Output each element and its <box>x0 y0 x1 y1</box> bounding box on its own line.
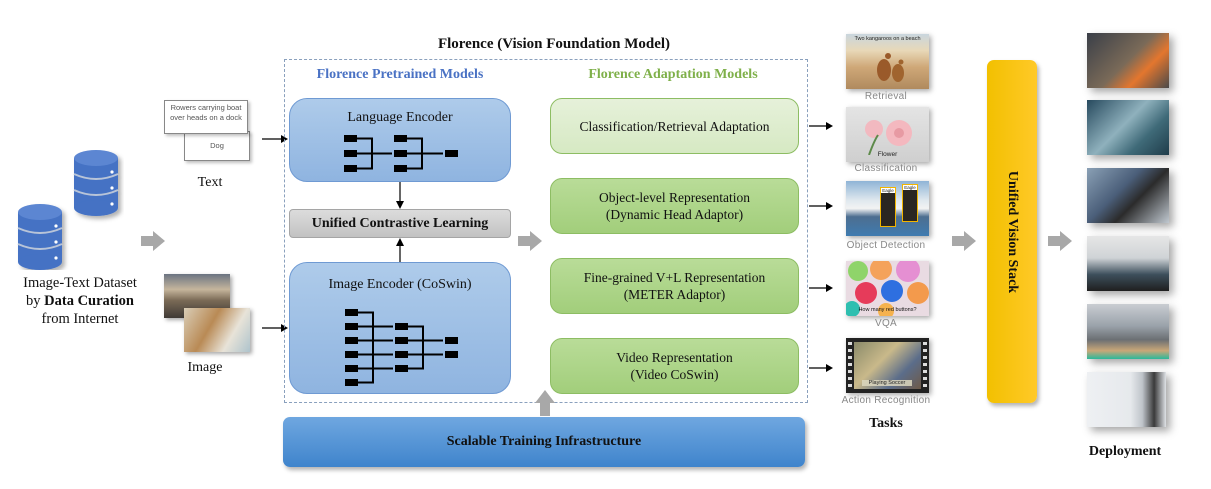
gray-arrow-icon <box>1048 231 1072 251</box>
network-icon <box>344 135 458 172</box>
diagram-title: Florence (Vision Foundation Model) <box>437 36 671 52</box>
bounding-box: Eagle <box>902 184 918 222</box>
adaptation-model-sublabel: (METER Adaptor) <box>623 287 726 302</box>
adaptation-model-sublabel: (Video CoSwin) <box>630 367 719 382</box>
film-strip-holes <box>923 342 927 389</box>
task-caption: Object Detection <box>846 240 926 251</box>
deployment-image-mixed-reality-headset <box>1087 100 1169 155</box>
adaptation-model-box: Object-level Representation (Dynamic Head… <box>550 178 799 234</box>
gray-arrow-up-icon <box>535 390 555 416</box>
adaptation-models-title: Florence Adaptation Models <box>588 67 758 82</box>
dataset-caption: Image-Text Dataset by Data Curation from… <box>5 274 155 328</box>
bounding-box: Eagle <box>880 187 896 227</box>
task-caption: Classification <box>854 163 918 174</box>
adaptation-model-label: Video Representation <box>616 350 733 365</box>
gray-arrow-icon <box>518 231 542 251</box>
adaptation-model-sublabel: (Dynamic Head Adaptor) <box>605 207 744 222</box>
task-image-caption: Playing Soccer <box>862 380 912 386</box>
dataset-line1: Image-Text Dataset <box>23 275 137 291</box>
database-icon <box>17 150 119 270</box>
task-image-object-detection: Eagle Eagle <box>846 181 929 236</box>
dataset-line2-bold: Data Curation <box>44 293 134 309</box>
dataset-line3: from Internet <box>41 311 119 327</box>
gray-arrow-icon <box>141 231 165 251</box>
task-caption: Action Recognition <box>841 395 931 406</box>
text-sample-card: Dog <box>184 131 250 161</box>
arrow-right-icon <box>809 122 833 130</box>
kangaroo-icon <box>877 53 904 82</box>
arrow-down-icon <box>396 182 404 209</box>
image-encoder-label: Image Encoder (CoSwin) <box>328 277 472 292</box>
image-label: Image <box>187 360 223 375</box>
arrow-up-icon <box>396 238 404 262</box>
adaptation-model-box: Fine-grained V+L Representation (METER Ad… <box>550 258 799 314</box>
arrow-right-icon <box>809 364 833 372</box>
deployment-image-video-conference-laptop <box>1087 168 1169 223</box>
gray-arrow-icon <box>952 231 976 251</box>
task-image-caption: Flower <box>877 151 898 158</box>
bbox-label: Eagle <box>881 188 895 193</box>
bbox-label: Eagle <box>903 185 917 190</box>
task-caption: Retrieval <box>864 91 908 102</box>
film-strip-holes <box>848 342 852 389</box>
task-image-vqa: How many red buttons? <box>846 261 929 316</box>
deployment-image-construction-workers <box>1087 33 1169 88</box>
buttons-icon <box>846 261 929 316</box>
language-encoder-box: Language Encoder <box>289 98 511 182</box>
deployment-label: Deployment <box>1088 444 1162 459</box>
task-image-classification: Flower <box>846 107 929 162</box>
deployment-image-humanoid-robot <box>1087 372 1166 427</box>
deployment-image-warehouse-conveyor <box>1087 304 1169 359</box>
task-caption: VQA <box>874 318 898 329</box>
dog-photo <box>184 308 250 352</box>
flower-icon <box>865 120 912 155</box>
text-sample-card: Rowers carrying boat over heads on a doc… <box>164 100 248 134</box>
unified-vision-stack-bar: Unified Vision Stack <box>987 60 1037 403</box>
deployment-image-control-room <box>1087 236 1169 291</box>
language-encoder-label: Language Encoder <box>347 110 453 125</box>
network-icon <box>345 309 458 386</box>
dataset-line2-prefix: by <box>26 293 45 309</box>
adaptation-model-label: Fine-grained V+L Representation <box>583 270 766 285</box>
task-image-caption: Two kangaroos on a beach <box>854 36 921 42</box>
adaptation-model-label: Classification/Retrieval Adaptation <box>579 118 770 134</box>
task-image-retrieval: Two kangaroos on a beach <box>846 34 929 89</box>
adaptation-model-label: Object-level Representation <box>598 190 751 205</box>
dataset-line2: by Data Curation <box>5 292 155 310</box>
tasks-label: Tasks <box>869 416 903 431</box>
scalable-training-infrastructure-bar: Scalable Training Infrastructure <box>283 417 805 467</box>
pretrained-models-title: Florence Pretrained Models <box>316 67 484 82</box>
arrow-right-icon <box>809 284 833 292</box>
arrow-right-icon <box>809 202 833 210</box>
image-encoder-box: Image Encoder (CoSwin) <box>289 262 511 394</box>
adaptation-model-box: Video Representation (Video CoSwin) <box>550 338 799 394</box>
unified-contrastive-learning-box: Unified Contrastive Learning <box>289 209 511 238</box>
text-label: Text <box>197 175 223 190</box>
adaptation-model-box: Classification/Retrieval Adaptation <box>550 98 799 154</box>
task-image-action-recognition: Playing Soccer <box>846 338 929 393</box>
task-image-caption: How many red buttons? <box>858 307 917 313</box>
unified-vision-stack-label: Unified Vision Stack <box>1005 170 1020 293</box>
